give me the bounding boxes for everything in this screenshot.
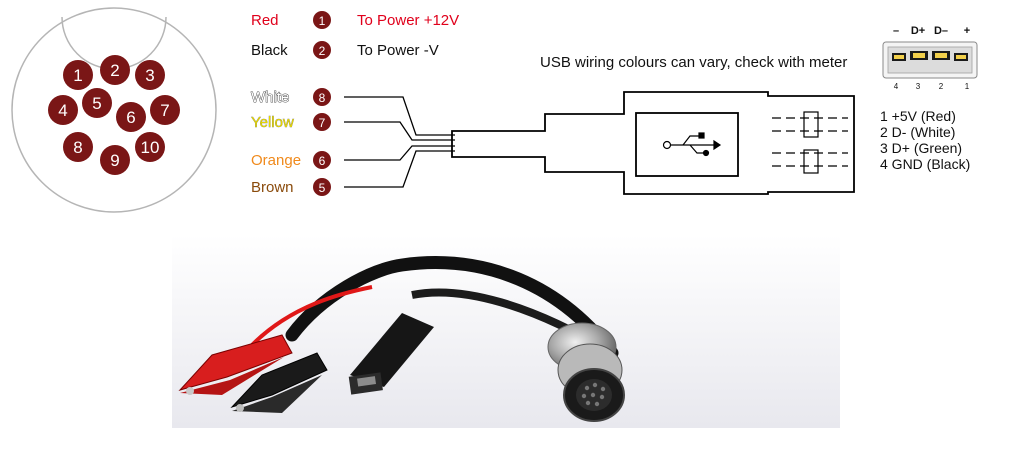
wire-label-white: White <box>251 89 289 106</box>
usb-bottom-pin-numbers: 4 3 2 1 <box>894 82 970 91</box>
pin-badge-number: 7 <box>319 116 326 130</box>
pin-badge-1 <box>313 11 331 29</box>
pin-badge-5 <box>313 178 331 196</box>
connector-pin-1 <box>63 60 93 90</box>
usb-pin-number: 1 <box>965 82 970 91</box>
power-positive-description: To Power +12V <box>357 12 459 29</box>
usb-pinout-line: 3 D+ (Green) <box>880 140 962 156</box>
usb-plug-body <box>451 91 855 195</box>
usb-pin-number: 3 <box>916 82 921 91</box>
connector-pin-2 <box>100 55 130 85</box>
connector-outer-ring <box>11 7 217 213</box>
connector-pin-5 <box>82 88 112 118</box>
connector-pin-number: 3 <box>145 66 154 85</box>
connector-pin-number: 6 <box>126 108 135 127</box>
usb-pinout-line: 1 +5V (Red) <box>880 108 956 124</box>
connector-pins: 1 2 3 4 5 6 7 8 9 10 <box>48 55 180 175</box>
connector-pin-6 <box>116 102 146 132</box>
pin-badge-8 <box>313 88 331 106</box>
connector-pin-number: 9 <box>110 151 119 170</box>
red-wire <box>250 285 373 347</box>
pin-badge-number: 5 <box>319 181 326 195</box>
connector-pin-3 <box>135 60 165 90</box>
signal-wires <box>344 96 455 188</box>
pin-badge-number: 8 <box>319 91 326 105</box>
connector-pin-7 <box>150 95 180 125</box>
wire-label-black: Black <box>251 42 288 59</box>
mini-usb-plug <box>348 313 434 395</box>
usb-top-label: D– <box>934 25 948 37</box>
usb-pinout-list: 1 +5V (Red)2 D- (White)3 D+ (Green)4 GND… <box>880 108 970 172</box>
connector-face: 1 2 3 4 5 6 7 8 9 10 <box>11 7 217 213</box>
connector-pin-number: 7 <box>160 101 169 120</box>
usb-trident-icon <box>662 132 722 157</box>
connector-pin-10 <box>135 132 165 162</box>
usb-pin-number: 4 <box>894 82 899 91</box>
black-alligator-clip <box>230 352 328 413</box>
wire-orange <box>344 145 455 161</box>
usb-a-socket-icon <box>882 41 978 79</box>
wire-yellow <box>344 121 455 141</box>
wire-brown <box>344 150 455 188</box>
connector-pin-number: 5 <box>92 94 101 113</box>
connector-pin-9 <box>100 145 130 175</box>
connector-pin-number: 10 <box>141 138 160 157</box>
usb-top-label: – <box>893 25 899 37</box>
red-alligator-clip <box>178 334 293 395</box>
pin-badge-2 <box>313 41 331 59</box>
usb-top-pin-labels: –D+ D– + <box>893 25 970 37</box>
usb-contacts <box>772 111 848 174</box>
power-negative-description: To Power -V <box>357 42 439 59</box>
wire-label-orange: Orange <box>251 152 301 169</box>
usb-top-label: + <box>964 25 970 37</box>
connector-pin-number: 8 <box>73 138 82 157</box>
cable-photo <box>172 235 840 428</box>
ten-pin-connector <box>547 322 625 422</box>
pin-badge-number: 6 <box>319 154 326 168</box>
wire-label-brown: Brown <box>251 179 294 196</box>
usb-wiring-note: USB wiring colours can vary, check with … <box>540 54 847 71</box>
connector-pin-number: 1 <box>73 66 82 85</box>
connector-pin-4 <box>48 95 78 125</box>
connector-pin-number: 2 <box>110 61 119 80</box>
usb-logo-panel <box>635 112 739 177</box>
usb-pinout-line: 4 GND (Black) <box>880 156 970 172</box>
connector-pin-8 <box>63 132 93 162</box>
usb-pin-number: 2 <box>939 82 944 91</box>
pin-badge-number: 1 <box>319 14 326 28</box>
wire-label-red: Red <box>251 12 279 29</box>
pin-badge-6 <box>313 151 331 169</box>
pin-badge-number: 2 <box>319 44 326 58</box>
wire-label-yellow: Yellow <box>251 114 294 131</box>
usb-plug-drawing <box>451 91 855 195</box>
usb-top-label: D+ <box>911 25 925 37</box>
wire-white <box>344 96 455 136</box>
usb-pinout-line: 2 D- (White) <box>880 124 955 140</box>
connector-pin-number: 4 <box>58 101 67 120</box>
pin-badge-7 <box>313 113 331 131</box>
